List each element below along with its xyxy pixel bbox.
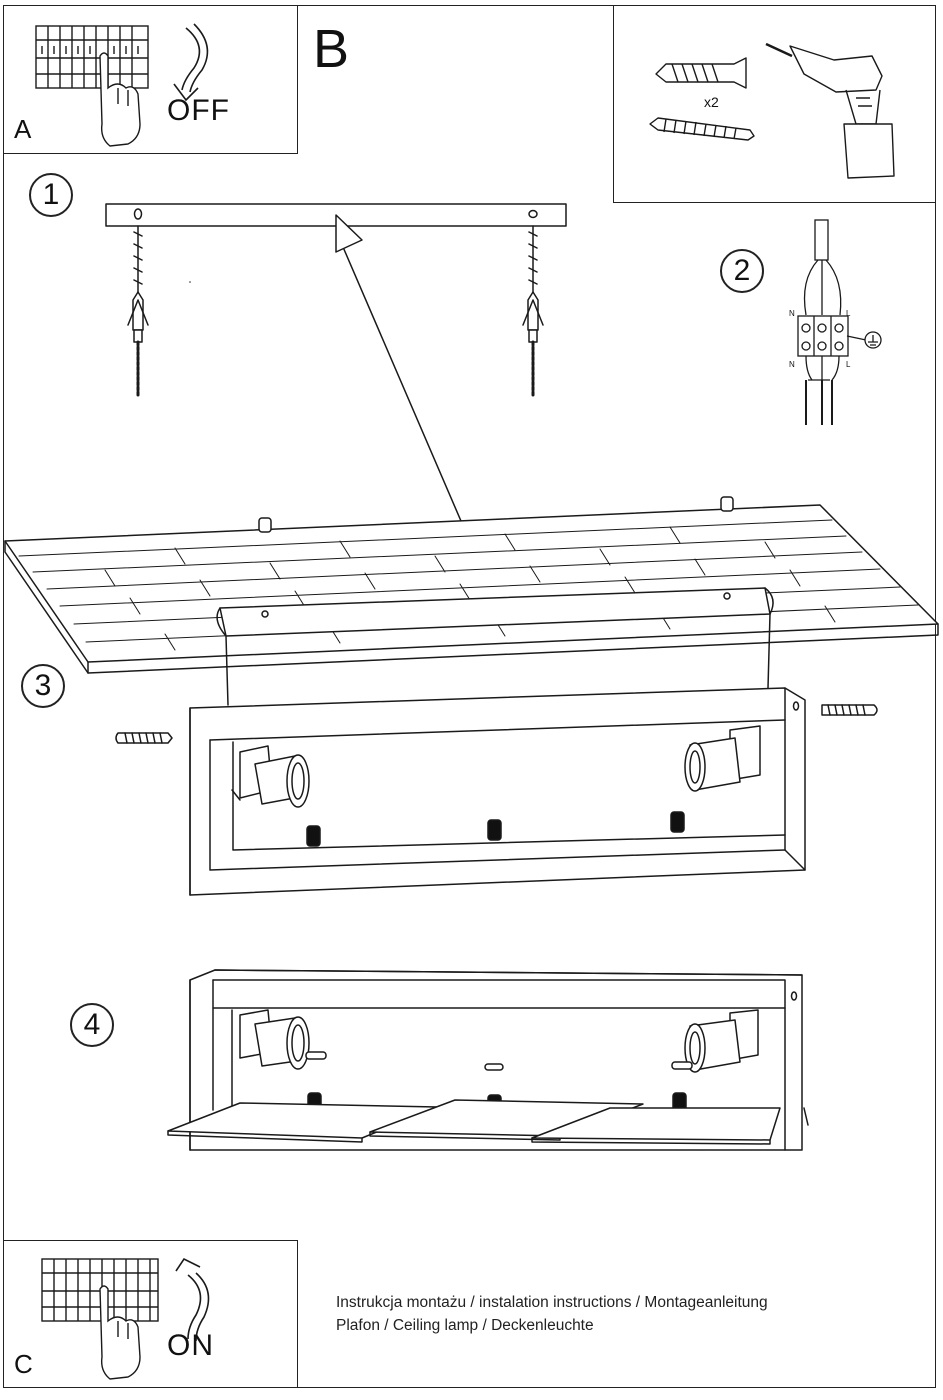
- wire-l-top: L: [846, 309, 851, 318]
- step-1-badge: 1: [29, 173, 73, 217]
- quantity-label: x2: [704, 94, 719, 110]
- wire-n-bottom: N: [789, 360, 795, 369]
- tools-illustration: [649, 42, 895, 179]
- drill-icon: [765, 42, 895, 179]
- panel-tools: x2: [613, 5, 936, 203]
- hand-icon-on: [99, 1285, 141, 1380]
- spotlight-left-step4: [239, 1009, 327, 1070]
- spotlight-right-step3: [684, 725, 761, 792]
- sheet-frame: [3, 5, 936, 1388]
- screw-left-step3: [115, 732, 173, 744]
- mounted-bracket: [216, 587, 774, 706]
- fuse-box-icon-on: [41, 1257, 210, 1380]
- screw-anchor-right: [522, 225, 544, 397]
- spotlight-left-step3: [231, 745, 310, 808]
- panel-a-state: OFF: [167, 94, 230, 127]
- panel-c-letter: C: [14, 1349, 33, 1379]
- ceiling-slab: [4, 496, 939, 674]
- arrow-up-icon: [175, 1257, 210, 1342]
- step-2-badge: 2: [720, 249, 764, 293]
- caption-product: Plafon / Ceiling lamp / Deckenleuchte: [336, 1317, 594, 1334]
- wire-l-bottom: L: [846, 360, 851, 369]
- wire-n-top: N: [789, 309, 795, 318]
- lamp-frame-step3: [189, 687, 806, 896]
- arrow-down-icon: [173, 23, 209, 102]
- section-label: B: [313, 19, 350, 79]
- hand-icon: [99, 52, 141, 147]
- screw-anchor-left: [127, 225, 149, 397]
- step-3-badge: 3: [21, 664, 65, 708]
- lamp-frame-step4: [167, 281, 809, 1151]
- panel-a-letter: A: [14, 114, 32, 144]
- step-4-badge: 4: [70, 1003, 114, 1047]
- panel-power-on: C ON: [3, 1240, 298, 1388]
- wall-plug-icon: [655, 57, 747, 89]
- panel-c-state: ON: [167, 1329, 214, 1362]
- screw-icon: [649, 117, 755, 141]
- panel-power-off: A OFF: [3, 5, 298, 154]
- spotlight-right-step4: [671, 1009, 759, 1073]
- fuse-box-icon: [35, 23, 209, 147]
- caption-instructions: Instrukcja montażu / instalation instruc…: [336, 1294, 768, 1311]
- screw-right-step3: [821, 704, 878, 716]
